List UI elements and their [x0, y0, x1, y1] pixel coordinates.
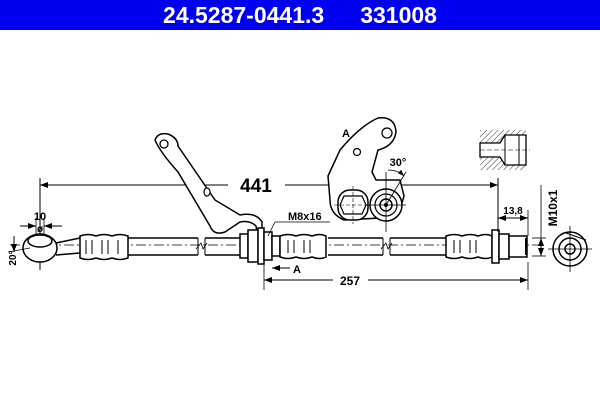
- section-a-marker-top: A: [342, 128, 350, 140]
- bracket-angle-label: 30°: [390, 157, 407, 169]
- section-a-marker-bottom: A: [293, 264, 301, 276]
- left-ferrule: [79, 233, 129, 261]
- fitting-end-view: [548, 226, 592, 272]
- banjo-angle-label: 20°: [8, 250, 19, 265]
- reference-number: 331008: [360, 1, 437, 28]
- dimension-257: 257: [263, 262, 529, 290]
- bracket-nut-assembly: M8x16 A: [239, 211, 330, 276]
- title-bar: 24.5287-0441.3 331008: [0, 0, 600, 30]
- part-number: 24.5287-0441.3: [163, 1, 325, 28]
- diameter-symbol: ø: [37, 224, 44, 235]
- dim-441-label: 441: [240, 176, 272, 197]
- banjo-diameter-value: 10: [34, 211, 46, 223]
- thread-spec-label: M10x1: [546, 189, 560, 226]
- right-fitting: 13,8 M10x1: [445, 185, 560, 264]
- fitting-length-label: 13,8: [503, 206, 523, 217]
- hose-body: [128, 237, 446, 256]
- brake-hose-drawing: 441 10 ø 20°: [7, 117, 592, 290]
- bolt-spec-label: M8x16: [288, 211, 322, 223]
- banjo-fitting: 10 ø 20°: [7, 190, 81, 270]
- section-a-detail: 30° A: [327, 117, 407, 232]
- port-section-detail: [479, 130, 530, 170]
- dim-257-label: 257: [340, 274, 360, 288]
